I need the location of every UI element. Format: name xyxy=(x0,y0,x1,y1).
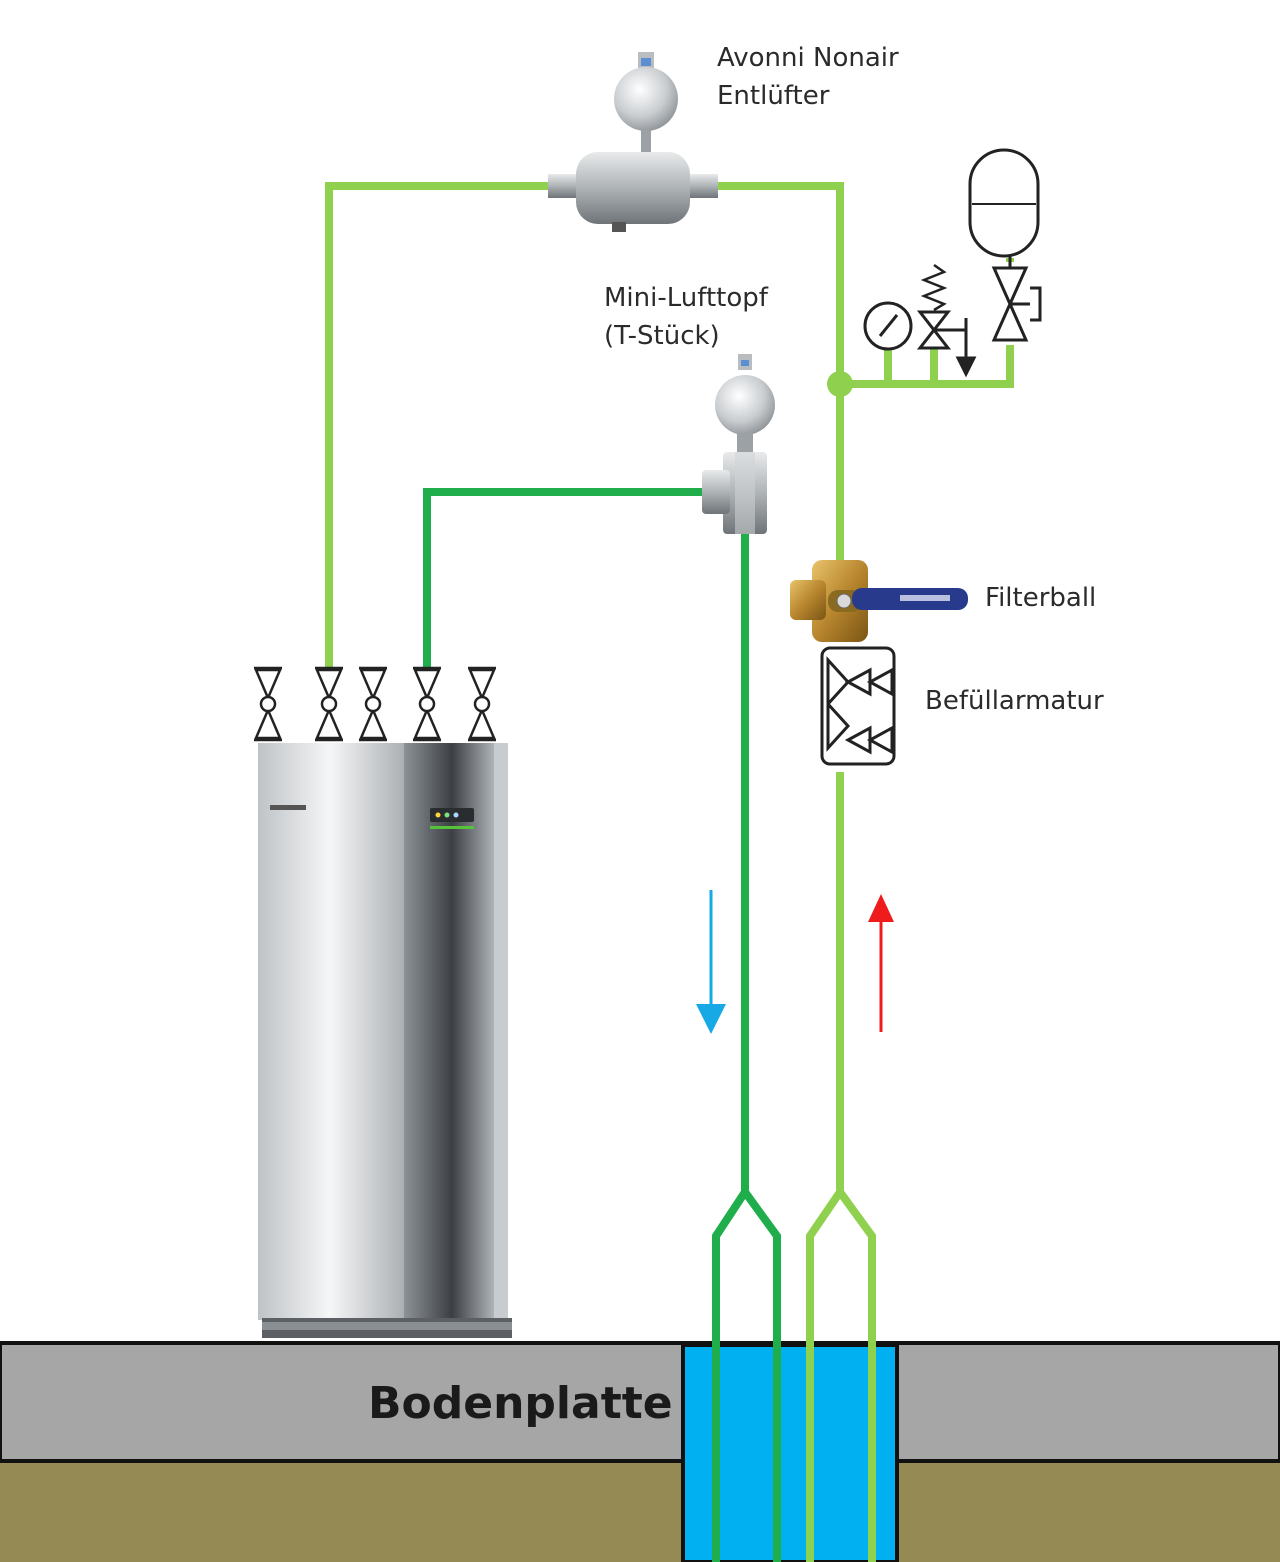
heat-pump xyxy=(258,743,512,1338)
label-mini-air-pot-2: (T-Stück) xyxy=(604,321,720,351)
heat-pump-valves xyxy=(254,666,496,742)
valve-icon xyxy=(254,666,282,742)
valve-icon xyxy=(359,666,387,742)
flow-arrow-down xyxy=(696,890,726,1034)
pressure-gauge-icon xyxy=(863,301,913,351)
pipe-return xyxy=(423,488,781,1562)
ground xyxy=(0,1341,1280,1562)
safety-valve-icon xyxy=(916,263,977,378)
heat-pump-logo xyxy=(270,805,306,810)
soil xyxy=(0,1461,1280,1562)
label-filterball: Filterball xyxy=(985,583,1096,613)
valve-icon xyxy=(468,666,496,742)
label-filling-fitting: Befüllarmatur xyxy=(925,686,1104,716)
filling-fitting-icon xyxy=(820,646,896,766)
filterball-icon xyxy=(790,560,968,642)
mini-air-pot-icon xyxy=(702,354,775,534)
valve-icon xyxy=(315,666,343,742)
label-air-separator-2: Entlüfter xyxy=(717,81,830,111)
safety-group xyxy=(863,148,1042,378)
pipe-junction xyxy=(827,371,853,397)
pipe-supply xyxy=(325,182,1014,1562)
floor-slab xyxy=(0,1341,1280,1463)
valve-icon xyxy=(413,666,441,742)
label-air-separator-1: Avonni Nonair xyxy=(717,43,899,73)
label-floor-slab: Bodenplatte xyxy=(368,1378,673,1429)
heat-pump-display xyxy=(430,808,474,822)
shutoff-valve-icon xyxy=(991,266,1042,342)
label-mini-air-pot-1: Mini-Lufttopf xyxy=(604,283,769,313)
flow-arrow-up xyxy=(868,894,894,1032)
air-separator-icon xyxy=(548,52,718,232)
